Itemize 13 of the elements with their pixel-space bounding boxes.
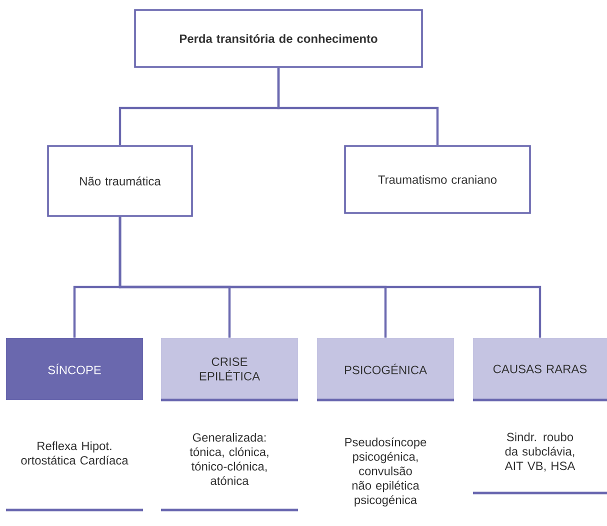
category-box: CAUSAS RARAS [473, 338, 607, 400]
description-text: Sindr. roubo da subclávia, AIT VB, HSA [504, 432, 576, 472]
description-text: Generalizada: tónica, clónica, tónico-clónica, atónica [190, 432, 268, 486]
category-box: Traumatismo craniano [344, 145, 531, 214]
description-text: Pseudosíncope psicogénica, convulsão não epilética psicogénica [345, 437, 426, 507]
category-box: SÍNCOPE [6, 338, 143, 400]
description-text: Reflexa Hipot. ortostática Cardíaca [21, 441, 128, 465]
title-box: Perda transitória de conhecimento [134, 9, 423, 68]
category-box: CRISE EPILÉTICA [161, 338, 298, 400]
connector [277, 68, 439, 146]
connector [118, 216, 542, 338]
category-box: Não traumática [47, 145, 193, 217]
category-box: PSICOGÉNICA [317, 338, 454, 400]
